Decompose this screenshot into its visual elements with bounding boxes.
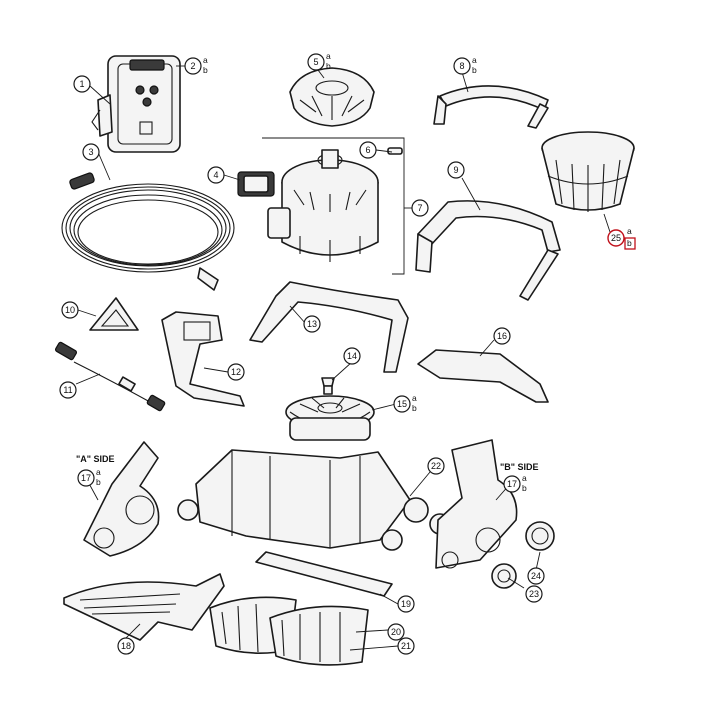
impeller-cover: [289, 67, 375, 127]
callout-20: 20: [387, 623, 405, 641]
float-triangle: [89, 297, 139, 331]
svg-text:13: 13: [307, 319, 317, 329]
svg-text:19: 19: [401, 599, 411, 609]
floating-cable-coil: [61, 172, 235, 291]
svg-text:11: 11: [63, 385, 72, 395]
svg-text:a: a: [412, 393, 417, 403]
side-plate-a: [83, 441, 160, 557]
svg-text:b: b: [326, 61, 331, 71]
callout-10: 10: [61, 301, 79, 319]
svg-text:b: b: [203, 65, 208, 75]
callout-2: 2 a b: [184, 55, 208, 75]
impeller: [285, 395, 375, 441]
callout-8: 8 a b: [453, 55, 477, 75]
svg-text:2: 2: [190, 61, 195, 71]
callout-23: 23: [525, 585, 543, 603]
callout-4: 4: [207, 166, 225, 184]
svg-text:b: b: [627, 238, 632, 248]
svg-text:b: b: [96, 477, 101, 487]
svg-text:1: 1: [79, 79, 84, 89]
callout-7: 7: [411, 199, 429, 217]
svg-text:21: 21: [401, 641, 411, 651]
callout-6: 6: [359, 141, 377, 159]
power-supply-unit: [91, 55, 181, 153]
callout-15: 15 a b: [393, 393, 417, 413]
svg-text:a: a: [203, 55, 208, 65]
callout-19: 19: [397, 595, 415, 613]
svg-text:14: 14: [347, 351, 357, 361]
callout-9: 9: [447, 161, 465, 179]
svg-text:a: a: [472, 55, 477, 65]
svg-text:24: 24: [531, 571, 541, 581]
svg-text:18: 18: [121, 641, 131, 651]
svg-text:b: b: [472, 65, 477, 75]
svg-text:6: 6: [365, 145, 370, 155]
callout-5: 5 a b: [307, 51, 331, 71]
svg-text:15: 15: [397, 399, 407, 409]
svg-text:16: 16: [497, 331, 507, 341]
callout-22: 22: [427, 457, 445, 475]
svg-text:a: a: [627, 226, 632, 236]
svg-text:5: 5: [313, 57, 318, 67]
drive-bar: [255, 551, 393, 597]
svg-text:b: b: [412, 403, 417, 413]
svg-text:a: a: [326, 51, 331, 61]
svg-text:9: 9: [453, 165, 458, 175]
brush-roller: [209, 596, 369, 666]
swivel-cable: [54, 341, 166, 412]
svg-text:10: 10: [65, 305, 75, 315]
leader-lines: [75, 65, 611, 651]
wheel-small: [491, 563, 517, 589]
side-arm: [417, 349, 549, 403]
screw: [321, 377, 335, 395]
svg-text:"A" SIDE: "A" SIDE: [76, 454, 115, 464]
svg-text:a: a: [522, 473, 527, 483]
svg-text:b: b: [522, 483, 527, 493]
svg-text:17: 17: [507, 479, 517, 489]
handle-small: [433, 85, 549, 129]
svg-text:8: 8: [459, 61, 464, 71]
svg-text:23: 23: [529, 589, 539, 599]
handle-large: [415, 200, 561, 301]
callout-14: 14: [343, 347, 361, 365]
top-frame: [249, 281, 409, 373]
svg-text:4: 4: [213, 170, 218, 180]
callout-21: 21: [397, 637, 415, 655]
svg-text:12: 12: [231, 367, 241, 377]
svg-text:a: a: [96, 467, 101, 477]
svg-text:7: 7: [417, 203, 422, 213]
wheel-large: [525, 521, 555, 551]
chassis: [177, 449, 451, 551]
callout-11: 11: [59, 381, 77, 399]
callout-18: 18: [117, 637, 135, 655]
callout-3: 3: [82, 143, 100, 161]
svg-text:22: 22: [431, 461, 441, 471]
callout-13: 13: [303, 315, 321, 333]
side-plate-b: [435, 439, 518, 569]
svg-text:20: 20: [391, 627, 401, 637]
brush-mesh: [63, 573, 225, 641]
svg-text:3: 3: [88, 147, 93, 157]
svg-text:17: 17: [81, 473, 91, 483]
motor-unit: [262, 137, 405, 275]
callout-17-a-side: "A" SIDE 17 a b: [76, 454, 115, 487]
callout-1: 1: [73, 75, 91, 93]
filter-basket: [541, 131, 635, 212]
callout-16: 16: [493, 327, 511, 345]
callout-17-b-side: "B" SIDE 17 a b: [500, 462, 539, 493]
side-bracket: [161, 311, 245, 407]
callout-12: 12: [227, 363, 245, 381]
callout-24: 24: [527, 567, 545, 585]
swivel-clip: [237, 171, 275, 197]
svg-text:"B" SIDE: "B" SIDE: [500, 462, 539, 472]
callout-25: 25 a b: [607, 226, 636, 250]
svg-text:25: 25: [611, 233, 621, 243]
